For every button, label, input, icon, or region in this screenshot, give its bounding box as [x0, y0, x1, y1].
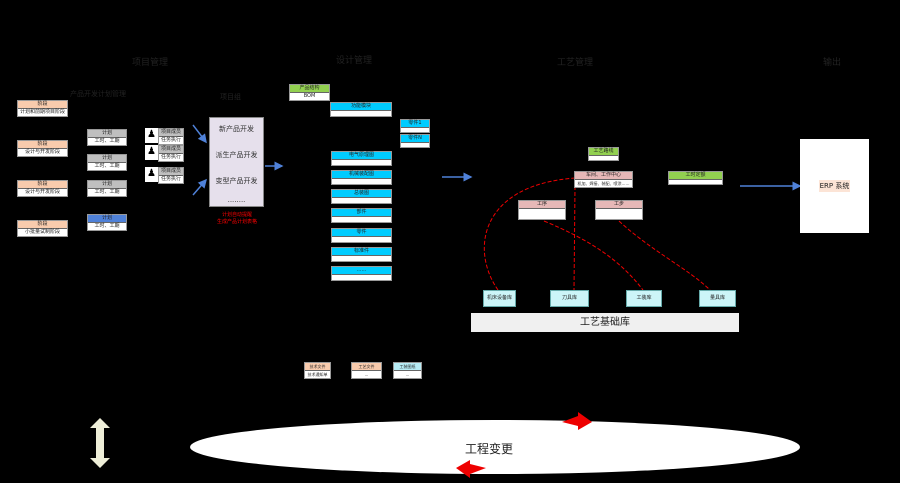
change-label: 工程变更: [465, 442, 514, 456]
lib-machine: 机床设备库: [483, 290, 516, 307]
dev-type-box: 新产品开发 派生产品开发 变型产品开发 ........: [209, 117, 264, 207]
arrow: [192, 124, 207, 144]
lib-fixture: 工装库: [626, 290, 662, 307]
doc-box: 技术文件技术通知单: [304, 362, 331, 379]
step-box: 工步: [595, 200, 643, 220]
member-box: ♟项目成员任务执行: [145, 167, 184, 184]
plan-title: 产品开发计划管理: [70, 90, 126, 98]
doc-box: 工艺文件...: [351, 362, 382, 379]
design-item: ......: [331, 266, 392, 281]
header-project: 项目管理: [132, 58, 169, 68]
route-box: 工艺路线: [588, 147, 619, 161]
red-arrow-icon: [562, 412, 592, 430]
process-base-lib: 工艺基础库: [471, 313, 739, 332]
double-arrow-icon: [90, 418, 110, 468]
design-item: 电气原理图: [331, 151, 392, 166]
design-item: 零件: [331, 228, 392, 243]
stage-box: 阶段小批量试制阶段: [17, 220, 68, 237]
person-icon: ♟: [147, 129, 156, 140]
erp-box: ERP 系统: [800, 139, 869, 233]
plan-box: 计划工时、工期: [87, 129, 127, 146]
operation-box: 工序: [518, 200, 566, 220]
person-icon: ♟: [147, 168, 156, 179]
plan-box: 计划工时、工期: [87, 154, 127, 171]
design-item: 部件: [331, 208, 392, 223]
member-box: ♟项目成员任务执行: [145, 128, 184, 145]
stage-box: 阶段设计与开发阶段: [17, 140, 68, 157]
stage-box: 阶段计划和前期项目阶段: [17, 100, 68, 117]
person-icon: ♟: [147, 146, 156, 157]
arrow: [192, 178, 207, 196]
workshop-box: 车间、工作中心机加、焊接、装配、喷涂……: [574, 171, 633, 188]
plan-box: 计划工时、工期: [87, 214, 127, 231]
part-box: 零件1: [400, 119, 430, 133]
module-box: 功能模块: [330, 102, 392, 117]
doc-box: 工装图纸...: [393, 362, 422, 379]
lib-tool: 刀具库: [550, 290, 589, 307]
header-output: 输出: [823, 58, 842, 68]
design-item: 总装图: [331, 189, 392, 204]
lib-gauge: 量具库: [699, 290, 736, 307]
quota-box: 工时定额: [668, 171, 723, 185]
plan-box: 计划工时、工期: [87, 180, 127, 197]
reminder-text: 计划自动提醒生成产品计划表格: [216, 212, 257, 225]
relation-lines: [483, 177, 711, 291]
stage-box: 阶段设计与开发阶段: [17, 180, 68, 197]
design-item: 标准件: [331, 247, 392, 262]
red-arrow-icon: [456, 460, 486, 478]
part-box: 零件N: [400, 134, 430, 148]
team-title: 项目组: [220, 93, 241, 101]
header-process: 工艺管理: [557, 58, 594, 68]
member-box: ♟项目成员任务执行: [145, 145, 184, 162]
erp-label: ERP 系统: [818, 180, 851, 192]
design-item: 机械装配图: [331, 170, 392, 185]
header-design: 设计管理: [336, 56, 373, 66]
change-ellipse: [190, 420, 800, 474]
